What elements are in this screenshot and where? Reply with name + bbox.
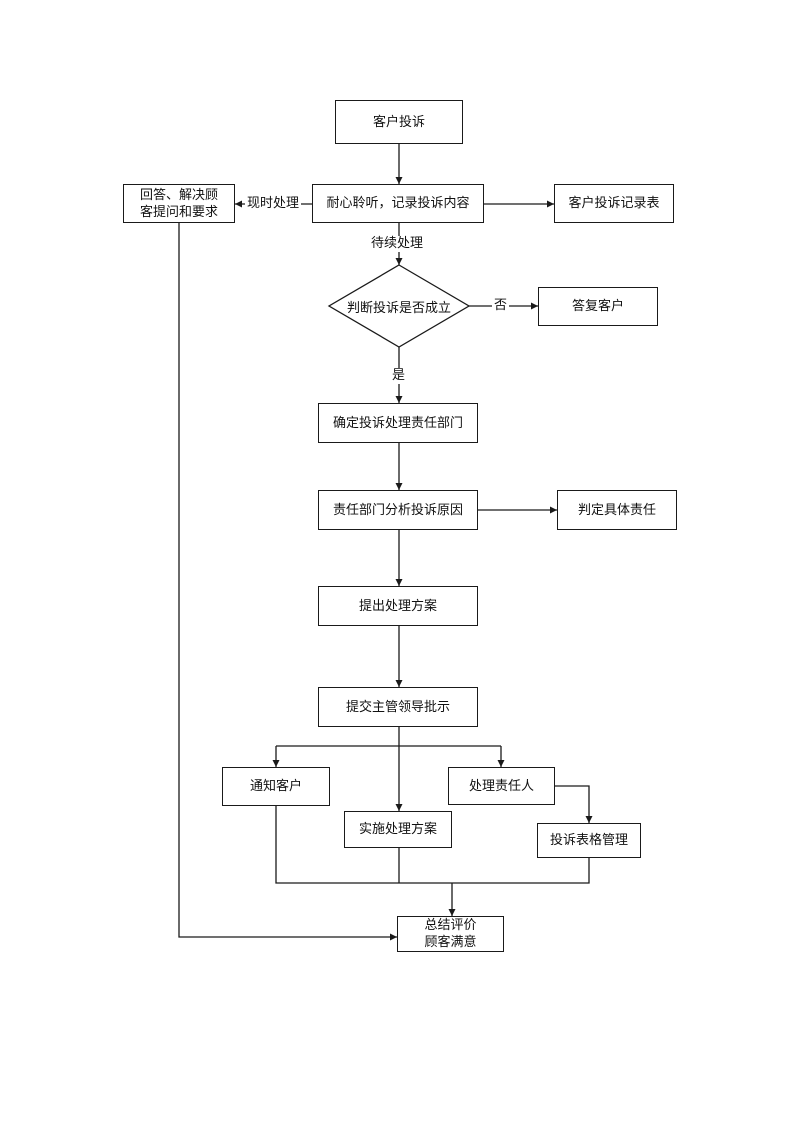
node-analyze-cause: 责任部门分析投诉原因 [318,490,478,530]
edge-label-immediate: 现时处理 [245,196,302,212]
node-answer-resolve: 回答、解决顾 客提问和要求 [123,184,235,223]
node-summary: 总结评价 顾客满意 [397,916,504,952]
connector-merge [275,806,590,884]
node-reply-customer: 答复客户 [538,287,658,326]
node-submit-approval: 提交主管领导批示 [318,687,478,727]
node-record-form: 客户投诉记录表 [554,184,674,223]
node-determine-dept: 确定投诉处理责任部门 [318,403,478,443]
node-determine-responsibility: 判定具体责任 [557,490,677,530]
node-form-management: 投诉表格管理 [537,823,641,858]
node-listen-record: 耐心聆听，记录投诉内容 [312,184,484,223]
node-handle-responsible: 处理责任人 [448,767,555,805]
edge-label-pending: 待续处理 [369,236,426,252]
node-implement-plan: 实施处理方案 [344,811,452,848]
node-notify-customer: 通知客户 [222,767,330,806]
node-judge: 判断投诉是否成立 [346,300,451,316]
node-propose-plan: 提出处理方案 [318,586,478,626]
arrow-answer-to-summary [178,223,397,941]
judge-diamond-shape [327,264,471,348]
arrow-handler-to-form-mgmt [555,785,593,823]
node-complaint: 客户投诉 [335,100,463,144]
edge-label-yes: 是 [390,368,408,384]
edge-label-no: 否 [492,298,510,314]
